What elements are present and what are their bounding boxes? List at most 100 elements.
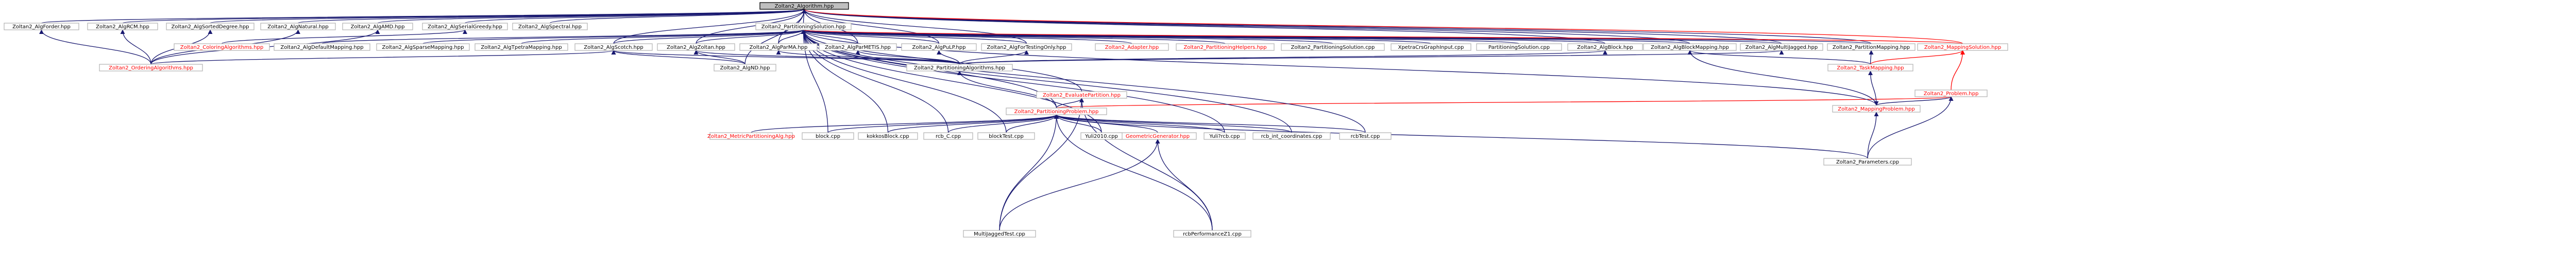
graph-node-coloring-algorithms[interactable]: Zoltan2_ColoringAlgorithms.hpp xyxy=(174,43,270,51)
graph-node-rcb-test-cpp[interactable]: rcbTest.cpp xyxy=(1339,132,1392,140)
graph-node-alg-natural[interactable]: Zoltan2_AlgNatural.hpp xyxy=(260,23,336,30)
edge-coloring_algorithms-to-alg_serial_greedy xyxy=(221,29,467,44)
edge-parameters_cpp-to-partitioning_problem xyxy=(1054,114,1868,159)
node-label: rcb_C.cpp xyxy=(936,134,961,139)
node-box xyxy=(739,43,818,51)
node-label: Zoltan2_ColoringAlgorithms.hpp xyxy=(180,45,263,50)
node-label: Zoltan2_Parameters.cpp xyxy=(1836,159,1899,165)
graph-node-yuli-rcb-cpp[interactable]: Yuli?rcb.cpp xyxy=(1204,132,1246,140)
node-label: Zoltan2_AlgDefaultMapping.hpp xyxy=(280,45,363,50)
graph-node-alg-parma[interactable]: Zoltan2_AlgParMA.hpp xyxy=(739,43,818,51)
node-box xyxy=(1914,89,1988,97)
edge-rcb_test_cpp-to-partitioning_problem xyxy=(1054,114,1366,133)
node-box xyxy=(1740,43,1823,51)
graph-node-partition-mapping[interactable]: Zoltan2_PartitionMapping.hpp xyxy=(1827,43,1916,51)
graph-node-alg-zoltan[interactable]: Zoltan2_AlgZoltan.hpp xyxy=(657,43,735,51)
edge-alg_nd-to-alg_scotch xyxy=(611,50,745,65)
node-box xyxy=(1173,230,1251,238)
node-label: Zoltan2_PartitioningProblem.hpp xyxy=(1014,109,1099,115)
edge-alg_serial_greedy-to-algorithm xyxy=(464,9,807,24)
graph-node-block-cpp[interactable]: block.cpp xyxy=(802,132,854,140)
graph-node-mapping-problem[interactable]: Zoltan2_MappingProblem.hpp xyxy=(1832,105,1921,113)
graph-node-rcb-c-cpp[interactable]: rcb_C.cpp xyxy=(923,132,973,140)
graph-node-algorithm: Zoltan2_Algorithm.hpp xyxy=(759,2,849,10)
graph-node-task-mapping[interactable]: Zoltan2_TaskMapping.hpp xyxy=(1827,64,1913,71)
graph-node-alg-for-testing-only[interactable]: Zoltan2_AlgForTestingOnly.hpp xyxy=(981,43,1072,51)
edge-z2_adapter-to-partitioning_solution xyxy=(801,29,1132,44)
edge-mj_partitioning_alg-to-partitioning_problem xyxy=(751,114,1059,133)
graph-node-alg-rcm[interactable]: Zoltan2_AlgRCM.hpp xyxy=(87,23,158,30)
graph-node-geometric-generator[interactable]: GeometricGenerator.hpp xyxy=(1118,132,1197,140)
node-box xyxy=(1036,91,1127,99)
edge-ordering_algorithms-to-alg_rcm xyxy=(120,29,151,65)
edge-alg_rcm-to-algorithm xyxy=(122,9,806,24)
edge-task_mapping-to-mapping_solution xyxy=(1870,50,1965,65)
graph-node-ordering-algorithms[interactable]: Zoltan2_OrderingAlgorithms.hpp xyxy=(99,64,203,71)
graph-node-partitioning-problem[interactable]: Zoltan2_PartitioningProblem.hpp xyxy=(1006,107,1107,115)
graph-node-alg-pulp[interactable]: Zoltan2_AlgPuLP.hpp xyxy=(901,43,977,51)
graph-node-alg-spectral[interactable]: Zoltan2_AlgSpectral.hpp xyxy=(512,23,588,30)
graph-node-alg-nd[interactable]: Zoltan2_AlgND.hpp xyxy=(714,64,776,71)
edge-alg_tpetra_mapping-to-partitioning_solution xyxy=(521,29,806,44)
node-label: MultiJaggedTest.cpp xyxy=(974,231,1025,237)
graph-node-alg-sorted-degree[interactable]: Zoltan2_AlgSortedDegree.hpp xyxy=(166,23,255,30)
graph-node-alg-multi-jagged[interactable]: Zoltan2_AlgMultiJagged.hpp xyxy=(1740,43,1823,51)
graph-node-evaluate-partition[interactable]: Zoltan2_EvaluatePartition.hpp xyxy=(1036,91,1127,99)
graph-node-alg-parmetis[interactable]: Zoltan2_AlgParMETIS.hpp xyxy=(819,43,897,51)
graph-node-alg-amd[interactable]: Zoltan2_AlgAMD.hpp xyxy=(342,23,413,30)
graph-node-multi-jagged-test-cpp[interactable]: MultiJaggedTest.cpp xyxy=(963,230,1036,238)
node-label: blockTest.cpp xyxy=(989,134,1024,139)
edge-alg_zoltan-to-partitioning_solution xyxy=(696,29,806,44)
graph-node-parameters-cpp[interactable]: Zoltan2_Parameters.cpp xyxy=(1823,158,1912,166)
node-label: Zoltan2_AlgZoltan.hpp xyxy=(667,45,725,50)
graph-node-alg-forder[interactable]: Zoltan2_AlgForder.hpp xyxy=(4,23,79,30)
node-label: rcb_int_coordinates.cpp xyxy=(1261,134,1323,139)
graph-node-z2-adapter[interactable]: Zoltan2_Adapter.hpp xyxy=(1095,43,1169,51)
graph-node-partitioning-solution-plain[interactable]: PartitioningSolution.cpp xyxy=(1476,43,1562,51)
node-label: Zoltan2_MetricPartitioningAlg.hpp xyxy=(707,134,795,139)
graph-node-xpetra-crs-graph-input[interactable]: XpetraCrsGraphInput.cpp xyxy=(1391,43,1471,51)
graph-node-alg-default-mapping[interactable]: Zoltan2_AlgDefaultMapping.hpp xyxy=(274,43,370,51)
graph-node-rcb-performance-z1-cpp[interactable]: rcbPerformanceZ1.cpp xyxy=(1173,230,1251,238)
edge-z2_problem-to-mapping_solution xyxy=(1951,50,1965,91)
graph-node-block-test-cpp[interactable]: blockTest.cpp xyxy=(977,132,1035,140)
graph-node-rcb-ut-coordinates-cpp[interactable]: rcb_int_coordinates.cpp xyxy=(1252,132,1331,140)
node-box xyxy=(906,64,1013,71)
node-box xyxy=(4,23,79,30)
edge-alg_natural-to-algorithm xyxy=(297,9,806,24)
node-box xyxy=(422,23,508,30)
graph-node-alg-block[interactable]: Zoltan2_AlgBlock.hpp xyxy=(1567,43,1643,51)
node-box xyxy=(99,64,203,71)
edge-alg_nd-to-algorithm xyxy=(744,9,807,65)
node-box xyxy=(1204,132,1246,140)
node-box xyxy=(901,43,977,51)
graph-node-z2-problem[interactable]: Zoltan2_Problem.hpp xyxy=(1914,89,1988,97)
graph-node-alg-block-mapping[interactable]: Zoltan2_AlgBlockMapping.hpp xyxy=(1643,43,1737,51)
edge-mapping_problem-to-task_mapping xyxy=(1868,70,1877,106)
graph-node-partitioning-algorithms[interactable]: Zoltan2_PartitioningAlgorithms.hpp xyxy=(906,64,1013,71)
graph-node-partitioning-solution-cpp[interactable]: Zoltan2_PartitioningSolution.cpp xyxy=(1281,43,1385,51)
node-label: Zoltan2_OrderingAlgorithms.hpp xyxy=(109,65,193,71)
node-box xyxy=(923,132,973,140)
node-label: Zoltan2_MappingSolution.hpp xyxy=(1924,45,2001,50)
graph-node-yaml-2010-cpp[interactable]: Yuli2010.cpp xyxy=(1080,132,1123,140)
node-label: Zoltan2_Adapter.hpp xyxy=(1105,45,1159,50)
node-box xyxy=(759,2,849,10)
edge-rcb_ut_coordinates_cpp-to-partitioning_problem xyxy=(1054,114,1292,133)
node-label: Zoltan2_Problem.hpp xyxy=(1924,91,1979,97)
node-box xyxy=(1095,43,1169,51)
graph-node-alg-scotch[interactable]: Zoltan2_AlgScotch.hpp xyxy=(574,43,653,51)
graph-node-mapping-solution[interactable]: Zoltan2_MappingSolution.hpp xyxy=(1917,43,2008,51)
graph-node-kokkos-block-cpp[interactable]: kokkosBlock.cpp xyxy=(858,132,918,140)
graph-node-partitioning-solution[interactable]: Zoltan2_PartitioningSolution.hpp xyxy=(755,23,852,30)
graph-node-alg-serial-greedy[interactable]: Zoltan2_AlgSerialGreedy.hpp xyxy=(422,23,508,30)
edge-multi_jagged_test_cpp-to-evaluate_partition xyxy=(999,98,1084,231)
edge-alg_for_testing_only-to-partitioning_solution xyxy=(801,29,1027,44)
graph-node-alg-tpetra-mapping[interactable]: Zoltan2_AlgTpetraMapping.hpp xyxy=(474,43,568,51)
graph-node-partitioning-helpers[interactable]: Zoltan2_PartitioningHelpers.hpp xyxy=(1176,43,1275,51)
graph-node-alg-sparse-mapping[interactable]: Zoltan2_AlgSparseMapping.hpp xyxy=(376,43,470,51)
node-label: Zoltan2_AlgNatural.hpp xyxy=(267,24,329,30)
edge-partitioning_algorithms-to-alg_multi_jagged xyxy=(959,50,1784,65)
graph-node-mj-partitioning-alg[interactable]: Zoltan2_MetricPartitioningAlg.hpp xyxy=(707,132,795,140)
node-label: Zoltan2_AlgForTestingOnly.hpp xyxy=(987,45,1066,50)
